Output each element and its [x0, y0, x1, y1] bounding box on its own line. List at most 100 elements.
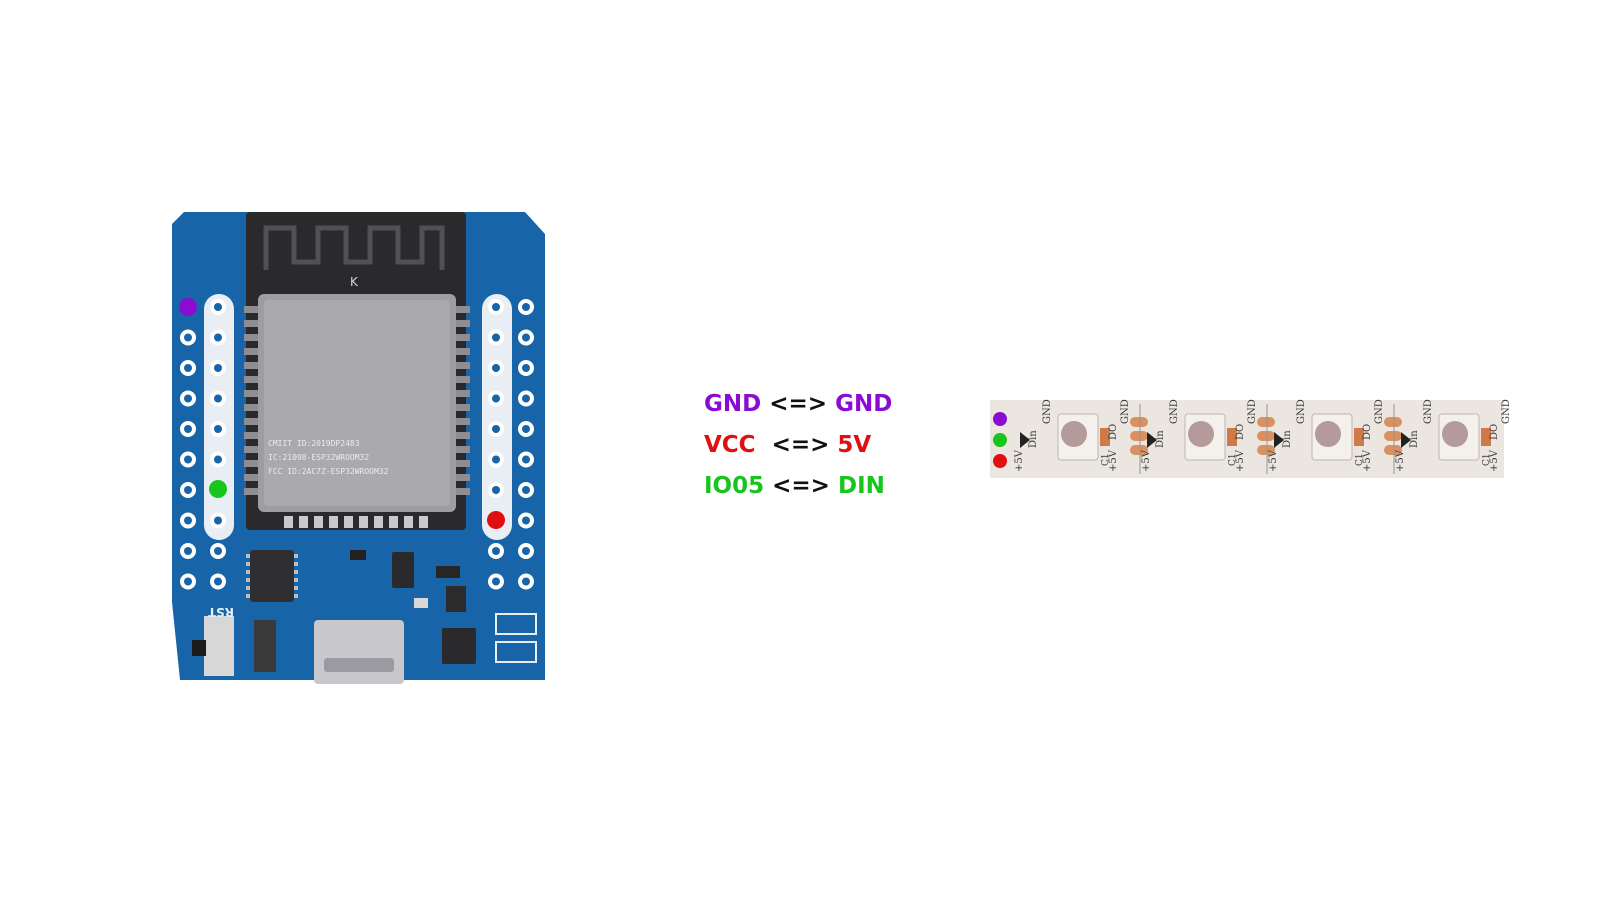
module-pin [456, 362, 470, 369]
pin-hole-center [184, 364, 192, 372]
strip-label: Din [1028, 430, 1039, 448]
capacitor [1481, 428, 1491, 446]
module-pin [456, 334, 470, 341]
strip-label: +5V [1489, 449, 1500, 472]
wiring-to: 5V [837, 432, 872, 458]
pin-hole-center [492, 364, 500, 372]
pin-hole-center [522, 333, 530, 342]
strip-label: GND [1374, 399, 1385, 424]
pin-hole-center [492, 333, 500, 342]
chip-leg [246, 562, 250, 566]
pin-hole-center [214, 577, 222, 586]
wiring-from: GND [704, 391, 762, 417]
gnd-wire-marker [993, 412, 1007, 426]
wiring-row-vcc: VCC <=> 5V [704, 425, 892, 466]
module-bottom-pad [284, 516, 293, 528]
solder-pad [1257, 417, 1275, 427]
module-pin [456, 320, 470, 327]
strip-label: +5V [1014, 449, 1025, 472]
module-pin [456, 474, 470, 481]
wiring-arrow: <=> [772, 473, 830, 499]
chip-leg [294, 562, 298, 566]
pin-holes [180, 299, 534, 590]
module-pin [456, 432, 470, 439]
smd-part [350, 550, 366, 560]
strip-label: DO [1108, 424, 1119, 440]
left-header-silk [204, 294, 234, 540]
wiring-row-gnd: GND <=> GND [704, 384, 892, 425]
pin-hole-center [184, 516, 192, 525]
solder-pad [1384, 417, 1402, 427]
module-pin [244, 446, 258, 453]
pin-hole-center [492, 577, 500, 586]
module-text-line-1: CMIIT ID:2019DP2483 [268, 439, 360, 448]
din-wire-marker [993, 433, 1007, 447]
module-pin [244, 362, 258, 369]
module-bottom-pad [314, 516, 323, 528]
module-pins [244, 306, 470, 495]
strip-label: +5V [1141, 449, 1152, 472]
right-header-silk [482, 294, 512, 540]
strip-label: C1 [1101, 453, 1111, 466]
pin-hole-center [522, 486, 530, 494]
rst-label: RST [207, 605, 234, 619]
pin-hole-center [492, 455, 500, 464]
solder-pad [1130, 431, 1148, 441]
pin-hole-center [492, 425, 500, 433]
pin-hole-center [214, 394, 222, 403]
module-pin [456, 348, 470, 355]
module-pin [244, 432, 258, 439]
module-bottom-pads [284, 516, 428, 528]
chip-leg [294, 586, 298, 590]
module-bottom-pad [344, 516, 353, 528]
capacitor [1227, 428, 1237, 446]
regulator [442, 628, 476, 664]
module-text-line-2: IC:21098-ESP32WROOM32 [268, 453, 369, 462]
pin-hole-center [214, 547, 222, 555]
strip-label: DO [1489, 424, 1500, 440]
pin-hole-center [214, 516, 222, 525]
strip-label: C1 [1482, 453, 1492, 466]
strip-label: GND [1423, 399, 1434, 424]
wiring-to: GND [835, 391, 893, 417]
strip-label: GND [1169, 399, 1180, 424]
pin-hole-center [214, 425, 222, 433]
pin-hole-center [522, 577, 530, 586]
capacitor [1100, 428, 1110, 446]
module-pin [244, 418, 258, 425]
chip-leg [246, 554, 250, 558]
strip-label: Din [1155, 430, 1166, 448]
chip-leg [294, 570, 298, 574]
pin-hole-center [522, 364, 530, 372]
chip-leg [246, 594, 250, 598]
resistor-array [254, 620, 276, 672]
module-pin [456, 488, 470, 495]
module-bottom-pad [374, 516, 383, 528]
esp32-d1-mini-board: K CMIIT ID:2019DP2483 IC:21098-ESP32WROO… [172, 212, 545, 684]
pin-hole-center [522, 303, 530, 311]
solder-pad [1257, 431, 1275, 441]
pin-hole-center [522, 394, 530, 403]
strip-label: DO [1235, 424, 1246, 440]
chip-leg [294, 594, 298, 598]
data-direction-arrow [1274, 432, 1284, 448]
chip-leg [246, 578, 250, 582]
led-lens [1442, 421, 1468, 447]
module-bottom-pad [419, 516, 428, 528]
module-pin [456, 306, 470, 313]
strip-label: Din [1409, 430, 1420, 448]
vcc-wire-marker [993, 454, 1007, 468]
smd-part [436, 566, 460, 578]
strip-label: C1 [1228, 453, 1238, 466]
strip-label: Din [1282, 430, 1293, 448]
antenna-mark: K [350, 275, 359, 289]
module-pin [456, 460, 470, 467]
io05-pin-marker [209, 480, 227, 498]
module-text-line-3: FCC ID:2AC7Z-ESP32WROOM32 [268, 467, 389, 476]
strip-label: GND [1120, 399, 1131, 424]
data-direction-arrow [1020, 432, 1030, 448]
module-bottom-pad [359, 516, 368, 528]
strip-label: DO [1362, 424, 1373, 440]
rst-button [204, 616, 234, 676]
pin-hole-center [522, 455, 530, 464]
